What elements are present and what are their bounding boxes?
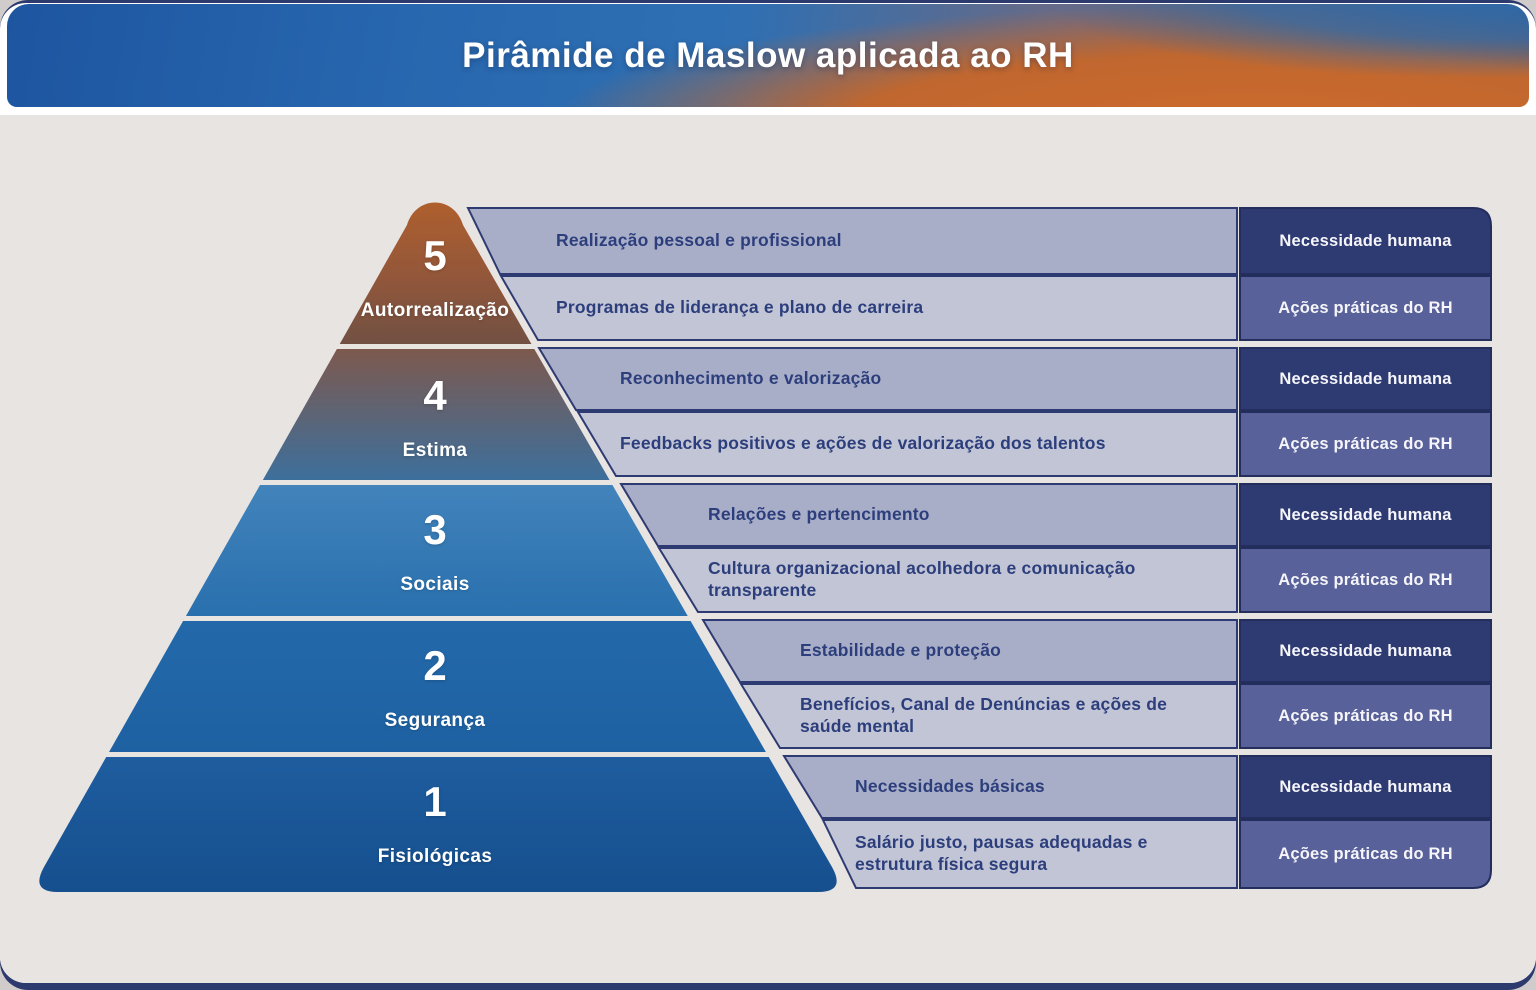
action-header-2: Ações práticas do RH	[1278, 706, 1453, 725]
row-need-2	[701, 619, 1238, 683]
need-header-1: Necessidade humana	[1279, 777, 1452, 796]
row-action-1	[821, 819, 1238, 889]
action-text-4: Feedbacks positivos e ações de valorizaç…	[620, 433, 1106, 454]
box-need-1	[1239, 755, 1492, 819]
row-action-5	[499, 275, 1238, 341]
need-header-2: Necessidade humana	[1279, 641, 1452, 660]
need-text-4: Reconhecimento e valorização	[620, 368, 882, 389]
level-3-number: 3	[423, 506, 447, 553]
row-need-5	[466, 207, 1238, 275]
need-header-4: Necessidade humana	[1279, 369, 1452, 388]
need-text-2: Estabilidade e proteção	[800, 640, 1002, 661]
level-1-number: 1	[423, 778, 447, 825]
box-need-4	[1239, 347, 1492, 411]
need-text-3: Relações e pertencimento	[708, 504, 930, 525]
box-action-3	[1239, 547, 1492, 613]
box-action-4	[1239, 411, 1492, 477]
content-card: Pirâmide de Maslow aplicada ao RH	[0, 3, 1536, 983]
box-action-2	[1239, 683, 1492, 749]
box-action-1	[1239, 819, 1492, 889]
level-3-label: Sociais	[400, 574, 470, 595]
level-2-number: 2	[423, 642, 447, 689]
level-2-label: Segurança	[384, 710, 486, 731]
level-5-label: Autorrealização	[360, 300, 510, 321]
action-text-2: Benefícios, Canal de Denúncias e ações d…	[800, 694, 1168, 736]
level-4-label: Estima	[402, 440, 468, 461]
pyramid-diagram	[39, 202, 1492, 892]
box-need-2	[1239, 619, 1492, 683]
level-1-label: Fisiológicas	[377, 846, 493, 867]
box-need-3	[1239, 483, 1492, 547]
action-header-5: Ações práticas do RH	[1278, 298, 1453, 317]
row-need-4	[537, 347, 1238, 411]
box-need-5	[1239, 207, 1492, 275]
need-text-1: Necessidades básicas	[855, 776, 1045, 797]
row-action-2	[739, 683, 1238, 749]
row-need-1	[782, 755, 1238, 819]
action-header-3: Ações práticas do RH	[1278, 570, 1453, 589]
row-action-3	[657, 547, 1238, 613]
box-action-5	[1239, 275, 1492, 341]
header-banner: Pirâmide de Maslow aplicada ao RH	[7, 4, 1529, 107]
row-need-3	[619, 483, 1238, 547]
need-header-5: Necessidade humana	[1279, 231, 1452, 250]
need-header-3: Necessidade humana	[1279, 505, 1452, 524]
row-action-4	[576, 411, 1238, 477]
page-title: Pirâmide de Maslow aplicada ao RH	[462, 35, 1074, 75]
action-text-5: Programas de liderança e plano de carrei…	[556, 297, 924, 318]
action-text-3: Cultura organizacional acolhedora e comu…	[708, 558, 1136, 600]
action-header-1: Ações práticas do RH	[1278, 844, 1453, 863]
pyramid-level-1	[39, 757, 837, 892]
need-text-5: Realização pessoal e profissional	[556, 230, 842, 251]
level-5-number: 5	[423, 232, 447, 279]
action-text-1: Salário justo, pausas adequadas e estrut…	[855, 832, 1148, 874]
action-header-4: Ações práticas do RH	[1278, 434, 1453, 453]
level-4-number: 4	[423, 372, 447, 419]
